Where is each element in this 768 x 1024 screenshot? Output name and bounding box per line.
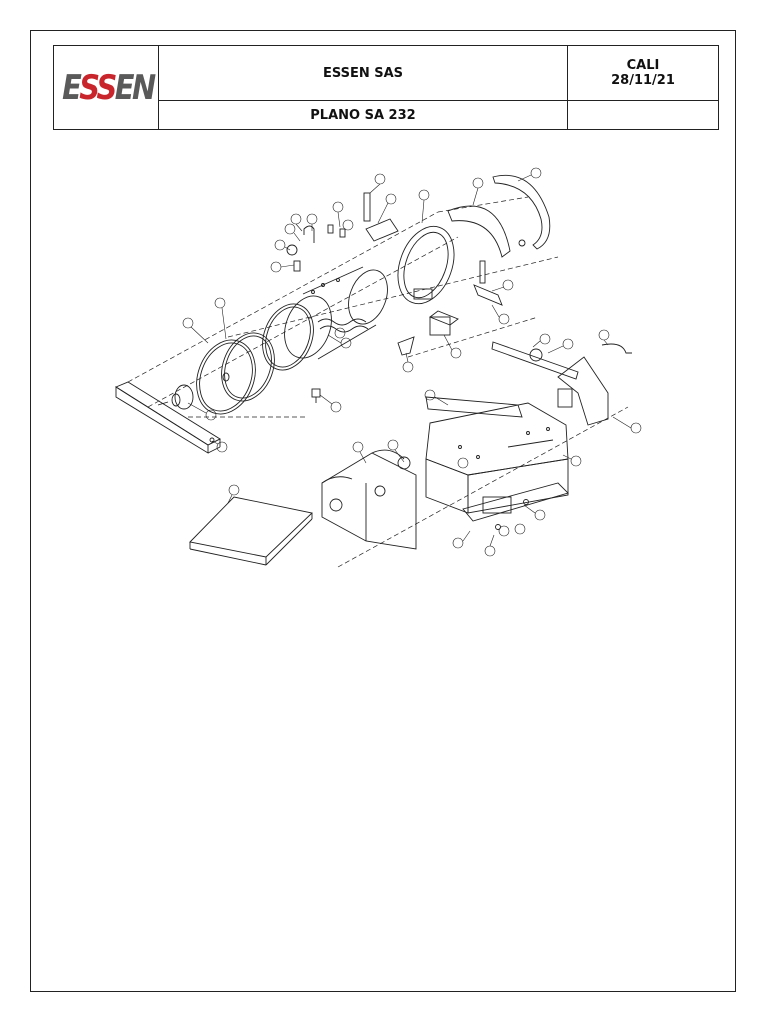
page-frame bbox=[30, 30, 736, 992]
company-name: ESSEN SAS bbox=[158, 44, 568, 102]
handle-knob bbox=[397, 336, 415, 356]
date: 28/11/21 bbox=[611, 73, 675, 89]
city: CALI bbox=[626, 58, 660, 74]
location-date-cell: CALI 28/11/21 bbox=[567, 44, 719, 102]
top-fittings bbox=[286, 192, 399, 272]
upper-right-bracket bbox=[491, 341, 579, 380]
left-end-stand bbox=[321, 449, 417, 550]
clamp-bands bbox=[447, 174, 551, 258]
drain-fitting bbox=[311, 388, 321, 403]
motor-shaft bbox=[157, 384, 194, 410]
end-caps bbox=[196, 303, 314, 415]
main-frame bbox=[425, 396, 569, 514]
collar-ring bbox=[397, 225, 455, 305]
assembly-guides bbox=[127, 196, 629, 568]
logo-cell: ESSEN bbox=[53, 45, 159, 130]
empty-cell bbox=[567, 100, 719, 130]
essen-logo: ESSEN bbox=[62, 67, 156, 108]
header-table: ESSEN ESSEN SAS CALI 28/11/21 PLANO SA 2… bbox=[53, 44, 719, 130]
left-support-bar bbox=[115, 381, 221, 454]
main-cylinder bbox=[284, 266, 388, 360]
pad-plate bbox=[189, 496, 313, 566]
exploded-view-drawing bbox=[108, 157, 663, 589]
document-title: PLANO SA 232 bbox=[158, 100, 568, 130]
right-end-frame bbox=[557, 343, 632, 426]
base-plate bbox=[462, 482, 569, 530]
bolt-bracket bbox=[429, 260, 503, 336]
